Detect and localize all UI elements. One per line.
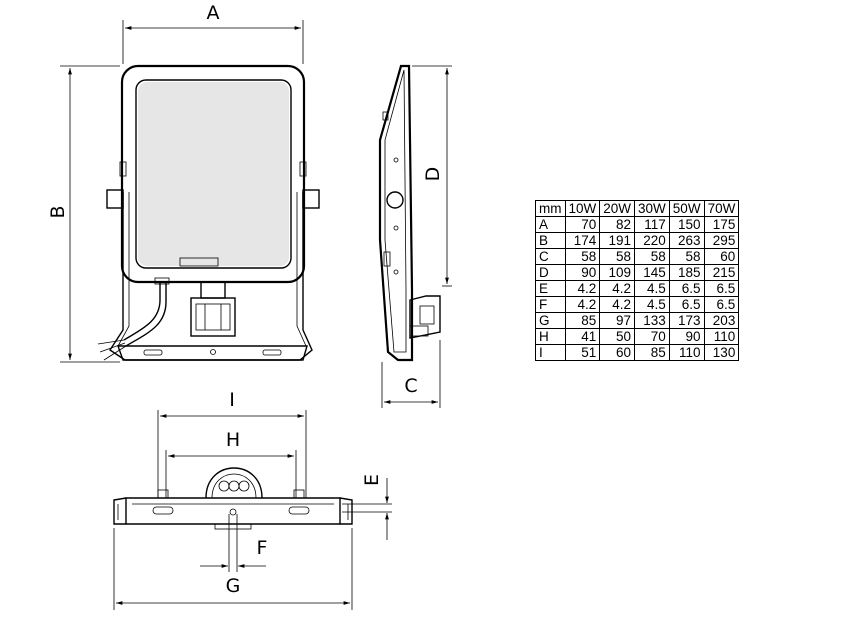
table-cell: 130 xyxy=(703,344,740,361)
table-cell: 58 xyxy=(564,248,601,265)
table-cell: 60 xyxy=(703,248,740,265)
side-view: D C xyxy=(378,64,452,408)
table-header-row: mm 10W 20W 30W 50W 70W xyxy=(535,200,740,217)
dim-label-e: E xyxy=(361,474,383,486)
table-cell: 90 xyxy=(668,328,705,345)
dim-label-c: C xyxy=(404,375,417,397)
dim-label-d: D xyxy=(422,167,444,182)
table-row: I 51 60 85 110 130 xyxy=(535,344,740,361)
dim-label-f: F xyxy=(257,537,268,559)
table-cell: 85 xyxy=(634,344,670,361)
table-cell: 4.2 xyxy=(599,296,636,313)
table-cell: 58 xyxy=(634,248,670,265)
table-cell: 145 xyxy=(634,264,670,281)
table-row: C 58 58 58 58 60 xyxy=(535,248,740,265)
table-cell: 6.5 xyxy=(668,280,705,297)
table-row-label: B xyxy=(535,232,566,249)
table-cell: 117 xyxy=(634,216,670,233)
dim-label-a: A xyxy=(207,2,220,24)
bottom-view: I H E F G xyxy=(113,389,392,610)
table-cell: 58 xyxy=(599,248,636,265)
table-header-cell: 50W xyxy=(668,200,705,217)
table-cell: 109 xyxy=(599,264,636,281)
table-cell: 6.5 xyxy=(703,280,740,297)
table-cell: 58 xyxy=(668,248,705,265)
dimension-table: mm 10W 20W 30W 50W 70W A 70 82 117 150 1… xyxy=(535,200,740,361)
table-cell: 203 xyxy=(703,312,740,329)
table-row: G 85 97 133 173 203 xyxy=(535,312,740,329)
table-cell: 4.2 xyxy=(599,280,636,297)
table-cell: 6.5 xyxy=(668,296,705,313)
table-cell: 175 xyxy=(703,216,740,233)
table-cell: 4.5 xyxy=(634,296,670,313)
table-row: B 174 191 220 263 295 xyxy=(535,232,740,249)
table-cell: 185 xyxy=(668,264,705,281)
table-row: D 90 109 145 185 215 xyxy=(535,264,740,281)
dim-label-i: I xyxy=(229,389,235,411)
table-row-label: H xyxy=(535,328,566,345)
table-cell: 110 xyxy=(668,344,705,361)
table-cell: 215 xyxy=(703,264,740,281)
table-cell: 97 xyxy=(599,312,636,329)
table-cell: 295 xyxy=(703,232,740,249)
table-row: A 70 82 117 150 175 xyxy=(535,216,740,233)
table-row: H 41 50 70 90 110 xyxy=(535,328,740,345)
table-cell: 70 xyxy=(634,328,670,345)
table-row-label: I xyxy=(535,344,566,361)
table-header-cell: 30W xyxy=(634,200,670,217)
table-cell: 110 xyxy=(703,328,740,345)
table-row: F 4.2 4.2 4.5 6.5 6.5 xyxy=(535,296,740,313)
table-cell: 90 xyxy=(564,264,601,281)
front-view: A B xyxy=(47,2,320,363)
table-cell: 51 xyxy=(564,344,601,361)
table-row: E 4.2 4.2 4.5 6.5 6.5 xyxy=(535,280,740,297)
table-cell: 173 xyxy=(668,312,705,329)
table-row-label: C xyxy=(535,248,566,265)
table-cell: 191 xyxy=(599,232,636,249)
table-row-label: G xyxy=(535,312,566,329)
table-header-cell: 70W xyxy=(703,200,740,217)
table-cell: 70 xyxy=(564,216,601,233)
dim-label-b: B xyxy=(47,205,69,218)
table-header-cell: 10W xyxy=(564,200,601,217)
table-header-cell: 20W xyxy=(599,200,636,217)
table-cell: 60 xyxy=(599,344,636,361)
table-cell: 150 xyxy=(668,216,705,233)
table-row-label: E xyxy=(535,280,566,297)
table-cell: 263 xyxy=(668,232,705,249)
dim-label-g: G xyxy=(226,575,241,597)
table-cell: 4.5 xyxy=(634,280,670,297)
table-cell: 85 xyxy=(564,312,601,329)
table-header-cell: mm xyxy=(535,200,566,217)
table-cell: 50 xyxy=(599,328,636,345)
dim-label-h: H xyxy=(226,429,240,451)
table-row-label: A xyxy=(535,216,566,233)
table-row-label: D xyxy=(535,264,566,281)
table-cell: 4.2 xyxy=(564,280,601,297)
table-cell: 82 xyxy=(599,216,636,233)
table-cell: 133 xyxy=(634,312,670,329)
table-cell: 220 xyxy=(634,232,670,249)
table-row-label: F xyxy=(535,296,566,313)
table-cell: 174 xyxy=(564,232,601,249)
table-cell: 4.2 xyxy=(564,296,601,313)
table-cell: 41 xyxy=(564,328,601,345)
table-cell: 6.5 xyxy=(703,296,740,313)
